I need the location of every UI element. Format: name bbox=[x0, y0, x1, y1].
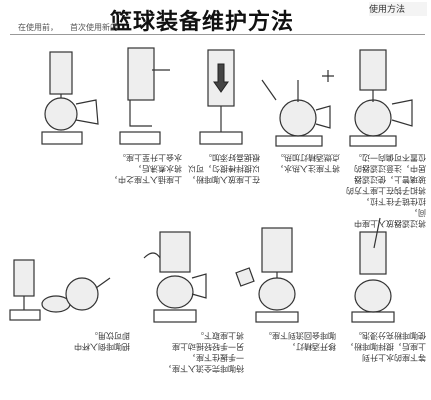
siphon-illustration-1 bbox=[349, 49, 413, 147]
header-divider bbox=[10, 34, 425, 35]
header-sub-b: 首次使用新的 bbox=[70, 23, 118, 32]
header-label: 使用方法 bbox=[369, 2, 427, 16]
siphon-illustration-7 bbox=[235, 227, 299, 323]
siphon-illustration-5 bbox=[41, 51, 99, 145]
header-sub-a: 在使用前， bbox=[18, 23, 58, 32]
siphon-illustration-6 bbox=[351, 217, 395, 323]
siphon-illustration-9 bbox=[9, 259, 111, 321]
siphon-illustration-4 bbox=[119, 47, 170, 145]
page-title: 篮球装备维护方法 bbox=[110, 10, 295, 35]
siphon-illustration-8 bbox=[143, 231, 207, 323]
step-caption-4: 上座插入下座之中， 将水煮沸后， 水会上升至上座。 bbox=[110, 153, 182, 184]
step-caption-5: 等下座的水上升到 上座后，搅拌咖啡粉， 使咖啡粉充分浸泡。 bbox=[346, 331, 426, 362]
siphon-illustration-3 bbox=[199, 49, 243, 145]
step-caption-7: 待咖啡完全流入下座， 一手握住下座， 另一手轻轻摇动上座 将上座取下。 bbox=[164, 331, 244, 373]
step-caption-3: 在上座放入咖啡粉， 以搅拌棒搅匀，可以 根据喜好添加。 bbox=[188, 153, 260, 184]
siphon-illustration-2 bbox=[261, 70, 334, 147]
step-caption-6: 移开酒精灯， 咖啡会回流到下座。 bbox=[264, 331, 336, 351]
step-caption-2: 将下座注入热水， 点燃酒精灯加热。 bbox=[276, 153, 340, 173]
step-caption-8: 把咖啡倒入杯中 即可饮用。 bbox=[74, 331, 130, 351]
